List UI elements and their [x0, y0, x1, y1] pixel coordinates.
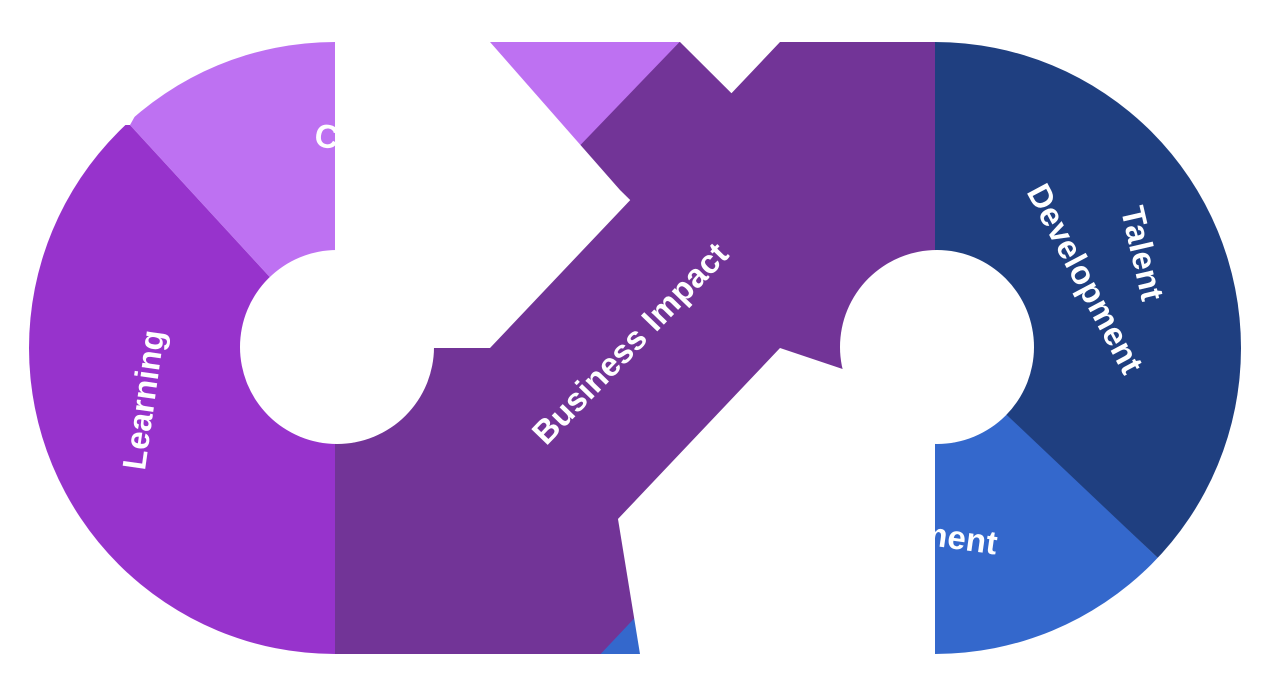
- segment-talent-development: [935, 0, 1280, 697]
- segment-learning: [0, 125, 335, 697]
- segment-business-impact: [335, 0, 935, 697]
